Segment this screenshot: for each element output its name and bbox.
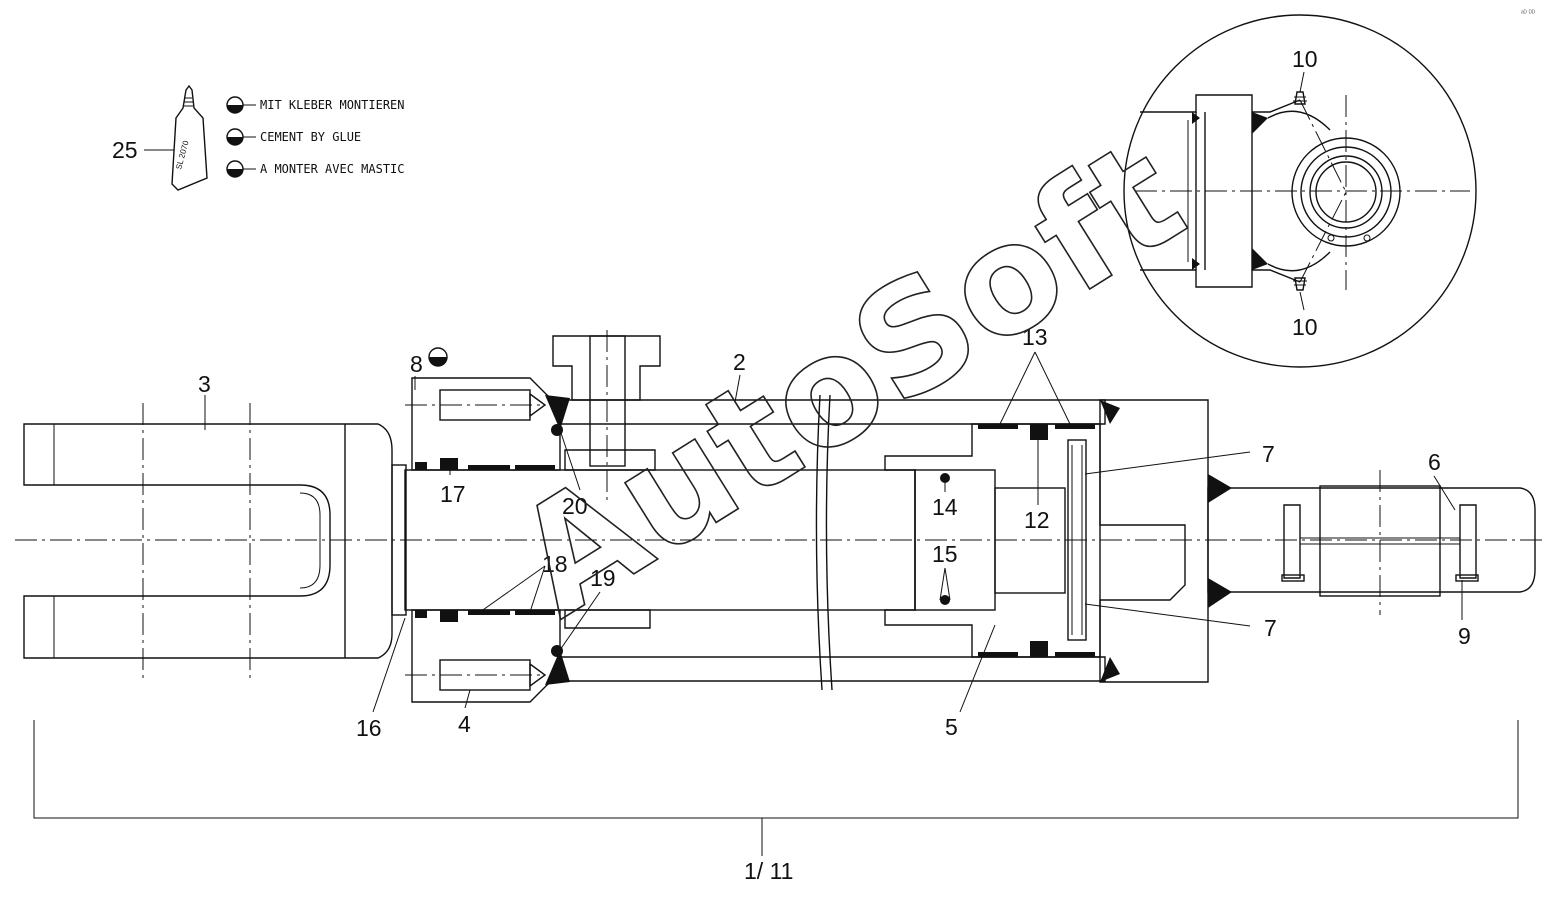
gland-head [405,377,570,703]
legend-line-en: CEMENT BY GLUE [260,130,361,144]
autosoft-watermark: AutoSoft [487,108,1212,651]
callout-15: 15 [932,541,958,567]
half-filled-circle-icon [226,96,256,114]
glue-legend: SL 2070 25 MIT KLEBER MONTIEREN CEMENT B… [112,84,405,191]
detail-view-circle: 10 10 [1123,14,1477,368]
callout-16: 16 [356,715,382,741]
cylinder-base [1099,399,1536,683]
callout-10-top: 10 [1292,46,1318,72]
tube-label: SL 2070 [174,139,190,170]
grease-nipple-icon [1293,277,1307,291]
piston [884,423,1101,658]
glue-tube-icon: SL 2070 [171,84,208,191]
callout-18: 18 [542,551,568,577]
callout-5: 5 [945,714,958,740]
callout-7-top: 7 [1262,441,1275,467]
callout-20: 20 [562,493,588,519]
callout-17: 17 [440,481,466,507]
leader-lines [204,351,1463,713]
legend-line-fr: A MONTER AVEC MASTIC [260,162,405,176]
legend-line-de: MIT KLEBER MONTIEREN [260,98,405,112]
callout-1-11: 1/ 11 [744,858,793,884]
callout-10-bottom: 10 [1292,314,1318,340]
corner-mark: ᵃᴰ ᴰᴰ [1521,10,1535,17]
half-filled-circle-icon [428,347,448,367]
callout-3: 3 [198,371,211,397]
half-filled-circle-icon [226,160,256,178]
cylinder-assembly [15,330,1545,856]
callout-14: 14 [932,494,958,520]
callout-6: 6 [1428,449,1441,475]
rod-clevis [23,403,393,680]
callout-19: 19 [590,565,616,591]
callout-8: 8 [410,351,423,377]
callout-4: 4 [458,711,471,737]
callout-25: 25 [112,137,138,163]
grease-nipple-icon [1293,91,1307,105]
barrel-tube [552,330,1106,691]
callout-2: 2 [733,349,746,375]
callout-12: 12 [1024,507,1050,533]
half-filled-circle-icon [226,128,256,146]
callout-9: 9 [1458,623,1471,649]
callout-7-bottom: 7 [1264,615,1277,641]
callout-13: 13 [1022,324,1048,350]
